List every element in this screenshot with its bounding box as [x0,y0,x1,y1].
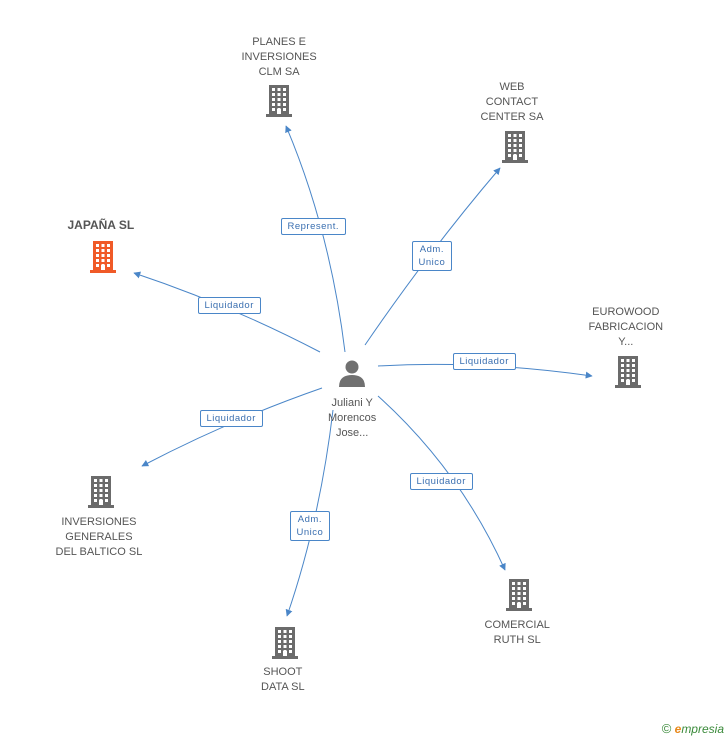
edge-label-web[interactable]: Adm. Unico [411,241,453,271]
node-label-planes: PLANES E INVERSIONES CLM SA [241,36,317,78]
building-icon-inversiones[interactable] [88,476,114,508]
person-icon[interactable] [339,360,365,388]
edge-label-inversiones[interactable]: Liquidador [199,409,263,427]
edge-label-eurowood[interactable]: Liquidador [452,352,516,370]
building-icon-planes[interactable] [266,85,292,117]
edge-inversiones [141,387,323,467]
edge-planes [285,125,346,353]
edge-label-comercial[interactable]: Liquidador [409,472,473,490]
edge-label-japana[interactable]: Liquidador [197,296,261,314]
center-person-label: Juliani Y Morencos Jose... [328,397,377,439]
copyright-symbol: © [661,721,672,736]
building-icon-japana[interactable] [90,241,116,273]
node-label-comercial: COMERCIAL RUTH SL [484,619,550,646]
building-icon-web[interactable] [502,131,528,163]
brand-name: mpresia [681,722,724,736]
node-label-eurowood: EUROWOOD FABRICACION Y... [588,306,664,348]
node-label-inversiones: INVERSIONES GENERALES DEL BALTICO SL [55,516,143,558]
node-label-web: WEB CONTACT CENTER SA [480,81,544,123]
building-icon-shoot[interactable] [272,627,298,659]
node-label-japana: JAPAÑA SL [67,218,135,232]
footer-brand: © empresia [662,721,724,736]
edge-label-planes[interactable]: Represent. [280,217,346,235]
brand-initial: e [674,722,682,736]
building-icon-comercial[interactable] [506,579,532,611]
node-label-shoot: SHOOT DATA SL [261,666,305,693]
edge-label-shoot[interactable]: Adm. Unico [289,511,331,541]
building-icon-eurowood[interactable] [615,356,641,388]
